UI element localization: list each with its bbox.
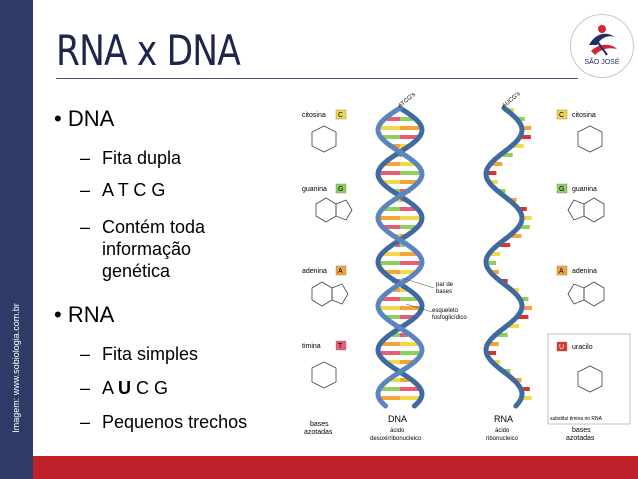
right-base-letter: A (559, 268, 564, 275)
caption-rna-title: RNA (494, 414, 513, 424)
caption-rna-line3: ribonucleico (486, 436, 519, 442)
right-base-label: citosina (572, 112, 596, 119)
logo-emblem-icon (571, 15, 633, 77)
title-underline (56, 78, 578, 79)
dna-point-2: A T C G (102, 179, 165, 201)
right-base-letter: C (559, 112, 564, 119)
left-base-label: timina (302, 343, 321, 350)
school-logo: SÃO JOSÉ (570, 14, 634, 78)
dna-point-3: Contém toda informação genética (102, 216, 262, 282)
bullet-dna: • DNA (54, 106, 114, 132)
caption-dna-line2: ácido (390, 428, 405, 434)
dash: – (80, 412, 90, 433)
logo-text: SÃO JOSÉ (571, 59, 633, 66)
caption-dna-title: DNA (388, 414, 407, 424)
rna-base-cg: C G (131, 378, 168, 398)
slide-title: RNA x DNA (56, 26, 240, 75)
right-base-label: adenina (572, 268, 597, 275)
rna-point-1: Fita simples (102, 343, 198, 365)
footer-bar (33, 456, 638, 479)
left-base-letter: A (338, 268, 343, 275)
left-base-letter: C (338, 112, 343, 119)
uracil-substitution-note: substitui timina no RNA (550, 416, 603, 422)
dash: – (80, 217, 90, 238)
rna-point-3: Pequenos trechos (102, 411, 247, 433)
dna-rna-figure: citosina C guanina G adenina A timina T … (282, 92, 634, 452)
right-base-letter: G (559, 186, 564, 193)
caption-rna-line2: ácido (495, 428, 510, 434)
dash: – (80, 148, 90, 169)
dash: – (80, 378, 90, 399)
left-base-letter: G (338, 186, 343, 193)
dna-point-1: Fita dupla (102, 147, 181, 169)
rna-base-u: U (118, 378, 131, 398)
left-base-label: guanina (302, 186, 327, 193)
left-base-letter: T (338, 343, 343, 350)
bullet-rna-label: RNA (68, 302, 114, 327)
caption-dna-line3: desoxirribonucleico (370, 436, 422, 442)
right-base-letter: U (559, 344, 564, 351)
right-base-label: guanina (572, 186, 597, 193)
bullet-dna-label: DNA (68, 106, 114, 131)
left-base-label: adenina (302, 268, 327, 275)
dash: – (80, 344, 90, 365)
rna-point-2: A U C G (102, 377, 168, 399)
right-base-label: uracilo (572, 344, 593, 351)
image-credit: Imagem: www.sobiologia.com.br (11, 303, 21, 433)
rna-base-a: A (102, 378, 118, 398)
left-base-label: citosina (302, 112, 326, 119)
bullet-rna: • RNA (54, 302, 114, 328)
dash: – (80, 180, 90, 201)
